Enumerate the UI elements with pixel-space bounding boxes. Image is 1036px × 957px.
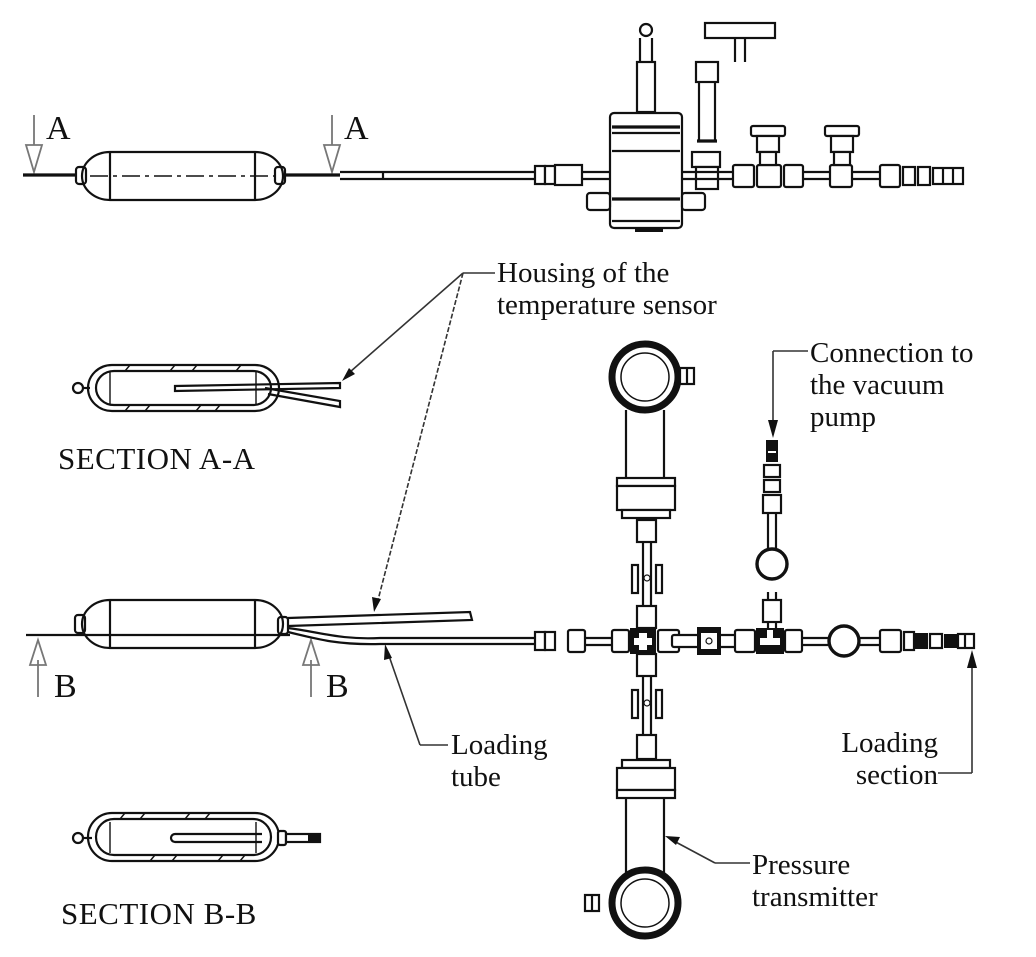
bottom-assembly (26, 440, 976, 761)
leader-pressure-transmitter (665, 836, 750, 864)
section-arrow-b-right (301, 637, 321, 697)
leader-vacuum-pump (768, 350, 808, 438)
top-valve-1 (731, 124, 805, 189)
callout-loading-section: Loading section (818, 727, 938, 791)
callout-line: section (855, 759, 938, 791)
callout-line: temperature sensor (497, 289, 717, 321)
section-a-a-drawing (71, 363, 342, 413)
top-needle-valve (690, 21, 777, 191)
section-arrow-a-left (24, 115, 44, 176)
callout-line: Loading (451, 729, 548, 761)
top-valve-2 (823, 124, 861, 189)
leader-loading-tube (384, 644, 448, 746)
callout-loading-tube: Loading tube (451, 729, 548, 793)
leader-loading-section (938, 650, 977, 774)
callout-line: Loading (841, 727, 938, 759)
pressure-transmitter-top (608, 340, 696, 520)
callout-line: Pressure (752, 849, 851, 881)
bottom-sample-vessel (80, 598, 285, 650)
top-valve-body (585, 22, 707, 232)
bottom-loading-tube (287, 626, 535, 640)
callout-line: Connection to (810, 337, 974, 369)
section-title-a-a: SECTION A-A (58, 441, 256, 476)
callout-line: Housing of the (497, 257, 670, 289)
callout-vacuum-connection: Connection to the vacuum pump (810, 337, 974, 433)
vacuum-gauge (755, 547, 789, 581)
callout-line: tube (451, 761, 501, 793)
section-arrow-b-left (28, 637, 48, 697)
leader-temperature-sensor (342, 272, 495, 612)
pressure-transmitter-bottom (583, 758, 682, 940)
callout-line: pump (810, 401, 877, 433)
section-arrow-a-right (322, 115, 342, 176)
section-mark-a-left: A (46, 110, 71, 147)
section-mark-b-right: B (326, 668, 349, 705)
callout-pressure-transmitter: Pressure transmitter (752, 849, 878, 913)
section-mark-a-right: A (344, 110, 369, 147)
line-gauge (827, 624, 861, 658)
section-mark-b-left: B (54, 668, 77, 705)
temperature-sensor-housing-tube (287, 610, 474, 628)
section-b-b-drawing (71, 811, 322, 863)
callout-temperature-sensor-housing: Housing of the temperature sensor (497, 257, 717, 321)
section-title-b-b: SECTION B-B (61, 896, 257, 931)
top-assembly (23, 21, 965, 232)
callout-line: the vacuum (810, 369, 945, 401)
callout-line: transmitter (752, 881, 878, 913)
